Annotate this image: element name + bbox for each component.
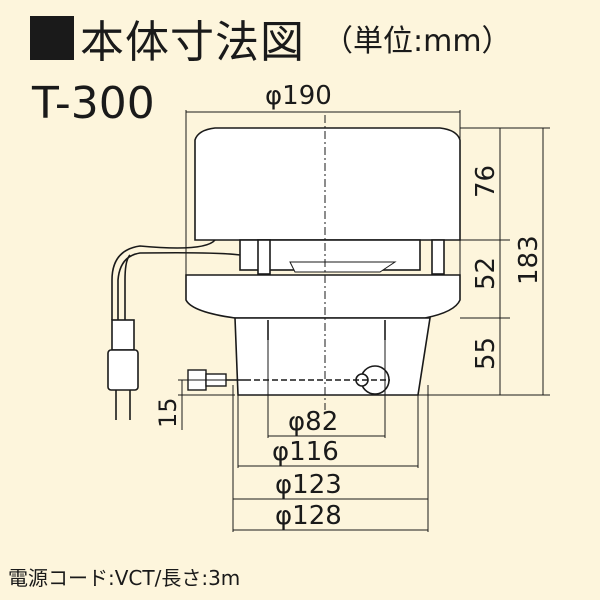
power-cord bbox=[107, 239, 241, 420]
cord-note: 電源コード:VCT/長さ:3m bbox=[8, 566, 241, 590]
dim-phi128: φ128 bbox=[275, 501, 342, 531]
dim-55: 55 bbox=[471, 337, 501, 370]
fan-body bbox=[185, 127, 461, 396]
dim-phi116: φ116 bbox=[272, 437, 339, 467]
model-number: T-300 bbox=[32, 78, 155, 129]
top-cover bbox=[194, 127, 461, 241]
shroud bbox=[185, 274, 461, 319]
dimension-lines bbox=[178, 110, 550, 532]
page-title: 本体寸法図 bbox=[80, 17, 305, 68]
unit-note: （単位:mm） bbox=[323, 24, 512, 59]
dim-phi82: φ82 bbox=[288, 407, 338, 437]
lower-body bbox=[234, 317, 431, 396]
dim-183: 183 bbox=[514, 235, 544, 285]
dim-15: 15 bbox=[154, 397, 182, 428]
dim-76: 76 bbox=[471, 165, 501, 198]
dim-phi190: φ190 bbox=[265, 81, 332, 111]
dim-52: 52 bbox=[471, 257, 501, 290]
title-square-icon bbox=[30, 16, 74, 60]
dim-phi123: φ123 bbox=[275, 470, 342, 500]
title-row: 本体寸法図 （単位:mm） bbox=[30, 10, 512, 68]
